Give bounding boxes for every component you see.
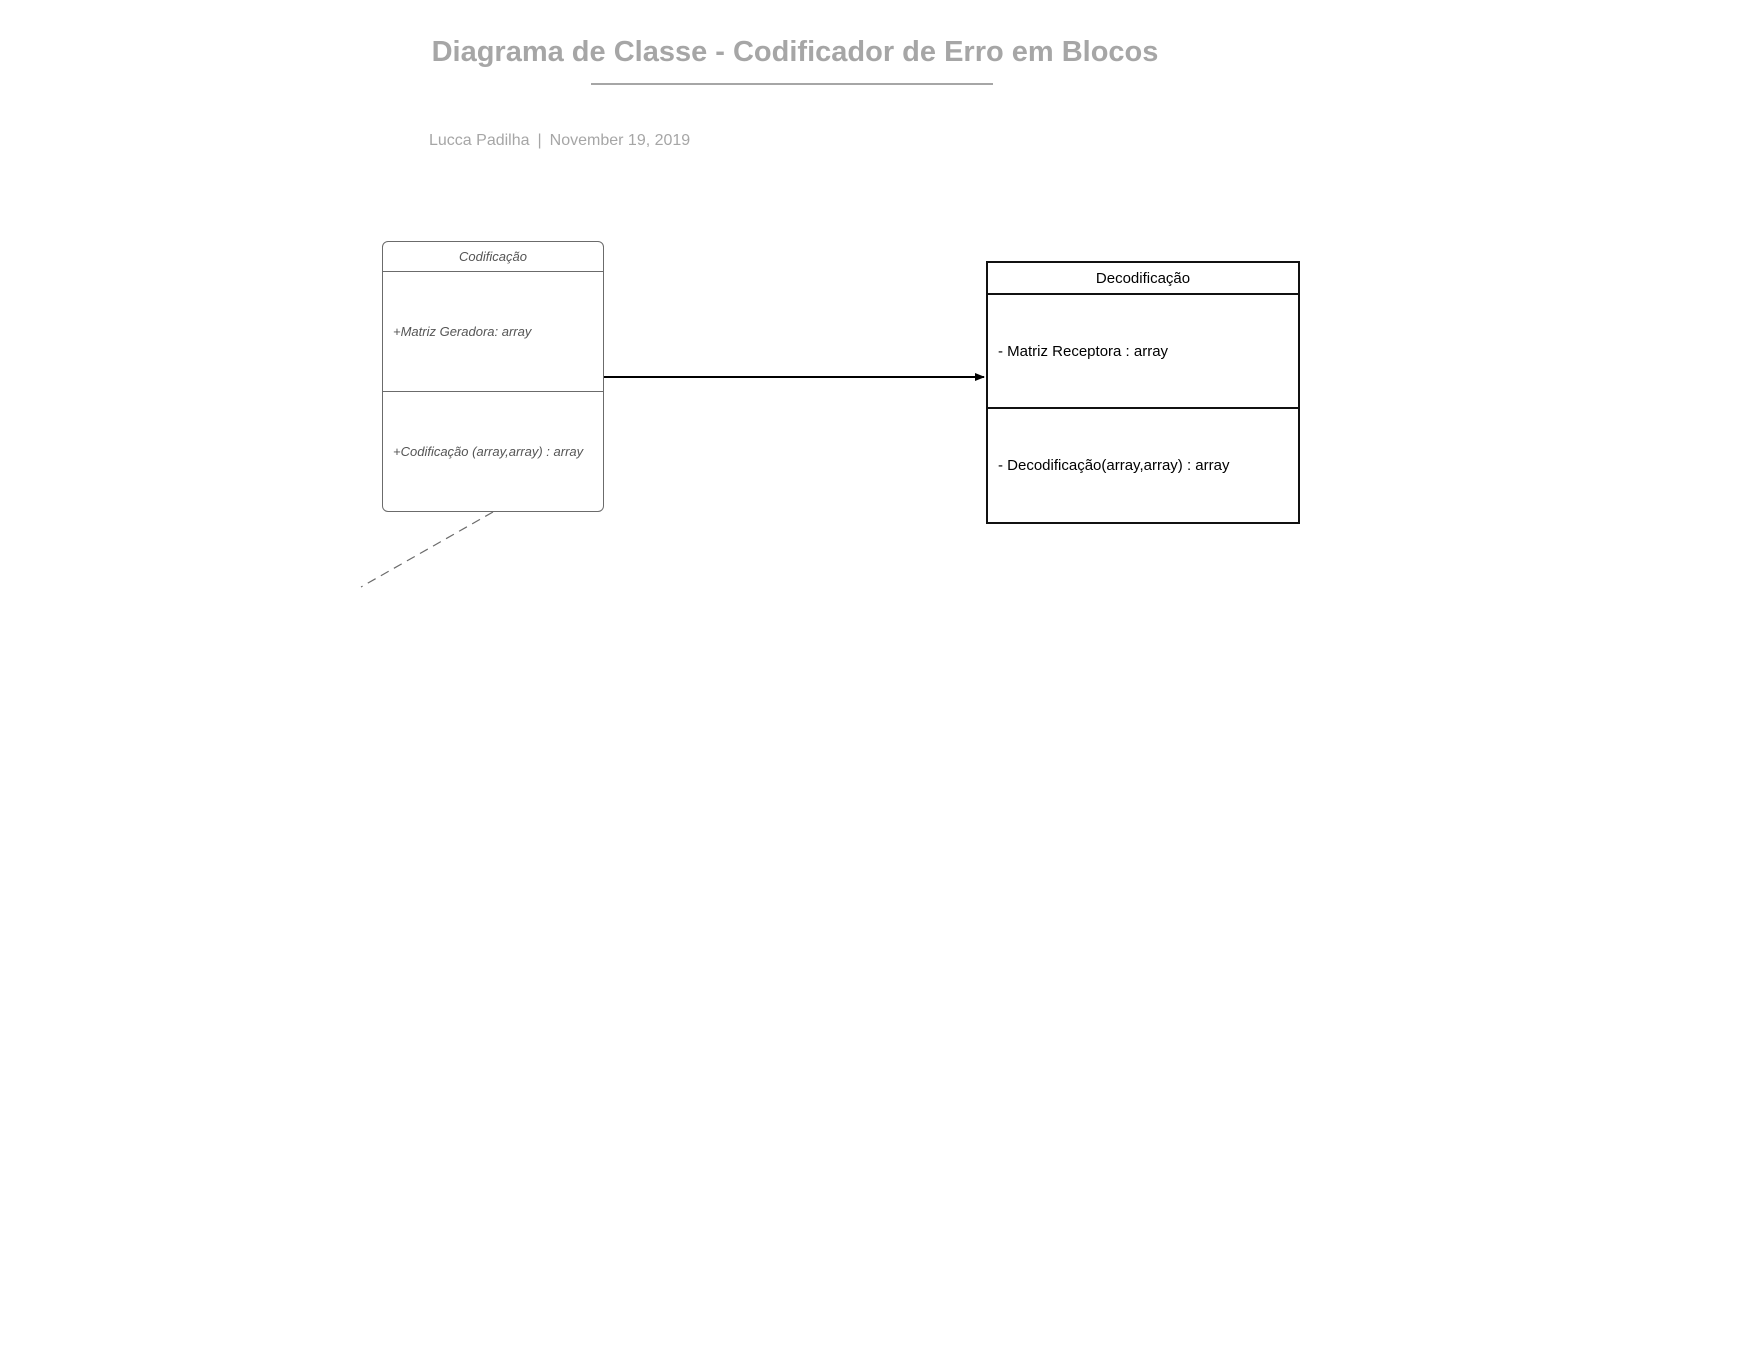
class-decodificacao[interactable]: Decodificação - Matriz Receptora : array…: [986, 261, 1300, 524]
byline: Lucca Padilha | November 19, 2019: [429, 132, 690, 150]
class-codificacao-name: Codificação: [383, 242, 603, 272]
class-decodificacao-attribute: - Matriz Receptora : array: [988, 295, 1298, 409]
class-decodificacao-operation: - Decodificação(array,array) : array: [998, 457, 1230, 474]
byline-separator: |: [537, 132, 542, 149]
class-codificacao-operation: +Codificação (array,array) : array: [393, 444, 584, 459]
page-title: Diagrama de Classe - Codificador de Erro…: [431, 36, 1159, 68]
document-date: November 19, 2019: [549, 132, 691, 149]
class-codificacao-attribute: +Matriz Geradora: array: [383, 272, 603, 392]
dashed-connector[interactable]: [360, 511, 494, 588]
title-underline: [591, 83, 993, 85]
author-name: Lucca Padilha: [429, 132, 530, 149]
class-decodificacao-name: Decodificação: [988, 263, 1298, 295]
class-codificacao[interactable]: Codificação +Matriz Geradora: array +Cod…: [382, 241, 604, 512]
